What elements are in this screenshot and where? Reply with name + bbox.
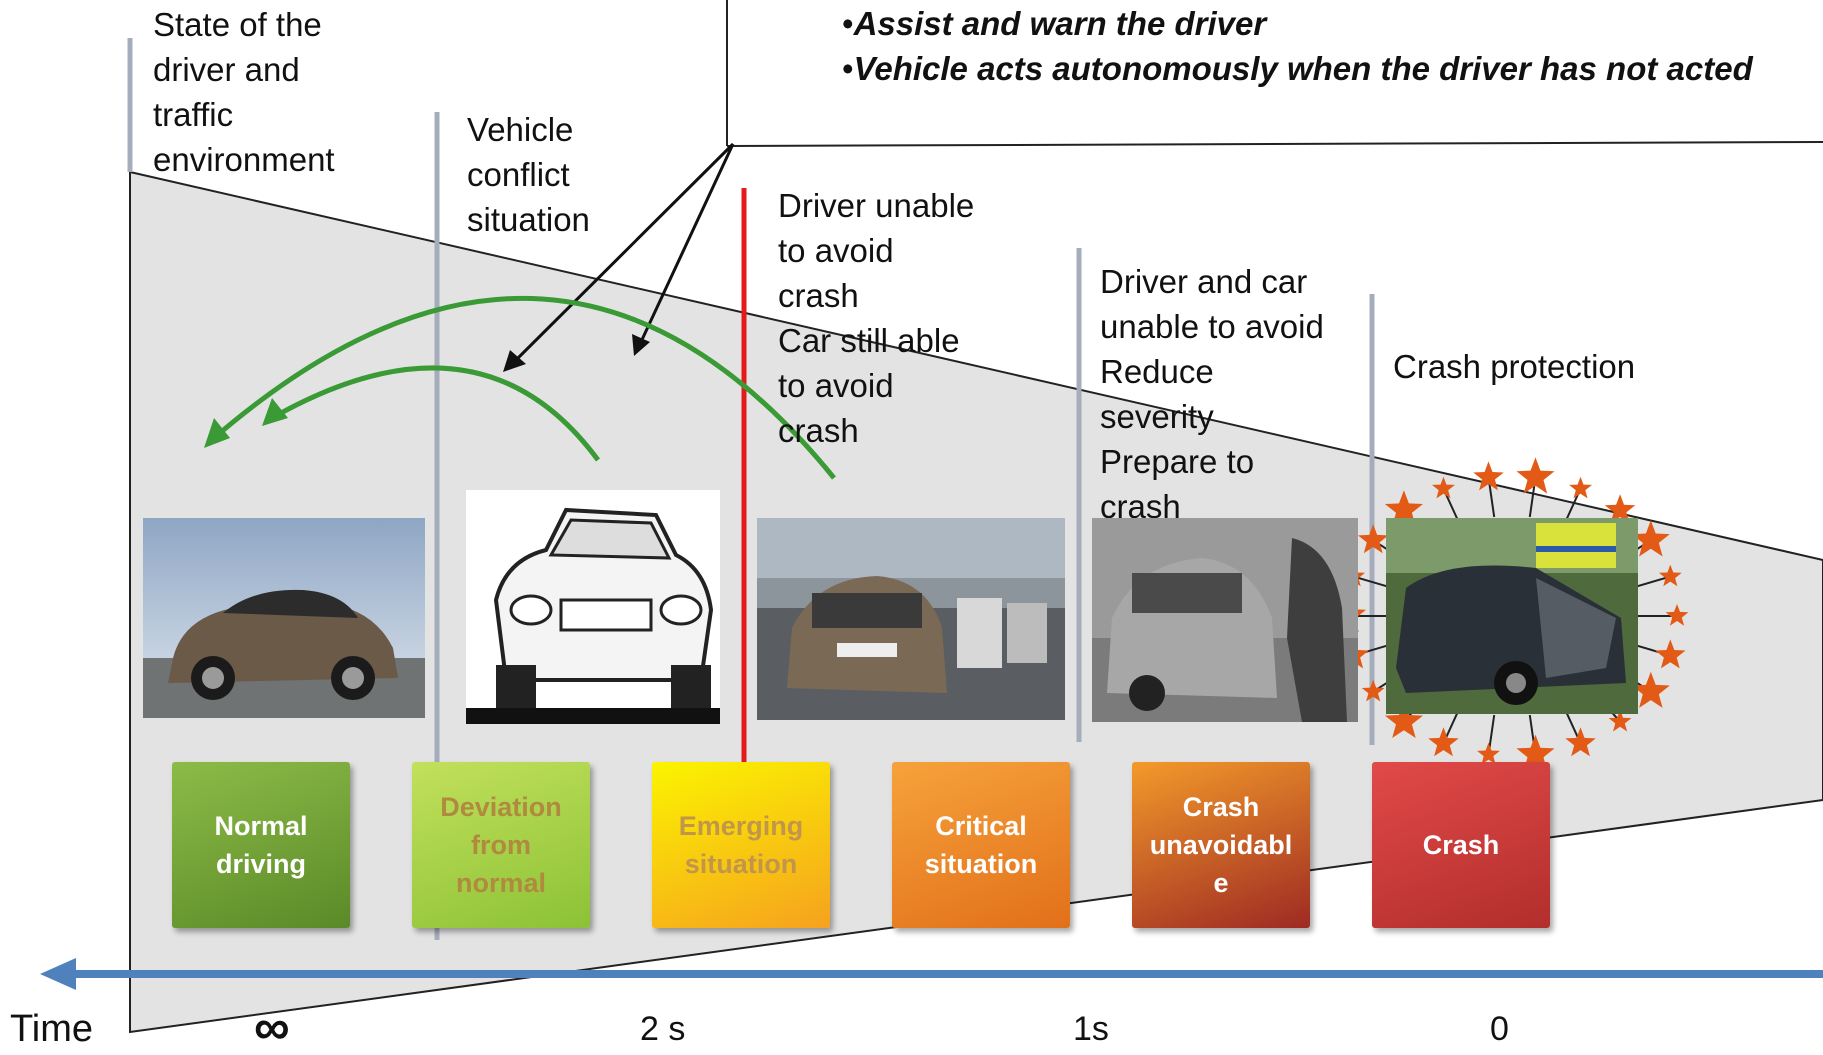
time-axis-label: Time <box>10 1008 94 1050</box>
bullet-text: Assist and warn the driver <box>853 5 1267 42</box>
label-line: crash <box>778 277 859 314</box>
stage-crash-unavoidable: Crash unavoidabl e <box>1132 762 1310 928</box>
header-pointer-line-1 <box>512 142 735 364</box>
stage-label-line: Normal <box>214 811 308 841</box>
label-line: situation <box>467 201 590 238</box>
label-line: to avoid <box>778 232 894 269</box>
traffic-conflict-photo <box>757 518 1065 720</box>
stage-label: Deviation from normal <box>440 788 562 902</box>
stage-label-line: from <box>471 830 531 860</box>
stage-label-line: situation <box>684 849 798 879</box>
label-line: Vehicle <box>467 111 574 148</box>
tick-infinity: ∞ <box>254 999 290 1055</box>
stage-label: Emerging situation <box>679 807 804 883</box>
label-line: Driver unable <box>778 187 975 224</box>
label-driver-unable: Driver unable to avoid crash Car still a… <box>778 183 1048 453</box>
starburst-star <box>1658 564 1682 587</box>
stage-label: Crash unavoidabl e <box>1150 788 1293 902</box>
label-line: Crash protection <box>1393 348 1636 385</box>
starburst-star <box>1565 727 1596 757</box>
starburst-star <box>1631 671 1670 708</box>
timeline-arrowhead <box>40 958 76 990</box>
stage-label-line: normal <box>455 868 547 898</box>
stage-label-line: Deviation <box>440 792 562 822</box>
stage-label-line: Emerging <box>678 811 804 841</box>
header-pointer-line-2 <box>638 143 735 345</box>
suv-line-drawing <box>466 490 720 724</box>
stage-label: Normal driving <box>214 807 307 883</box>
stage-critical-situation: Critical situation <box>892 762 1070 928</box>
stage-crash: Crash <box>1372 762 1550 928</box>
tick-2s: 2 s <box>640 1010 686 1048</box>
label-line: Driver and car <box>1100 263 1308 300</box>
label-line: to avoid <box>778 367 894 404</box>
bullet-dot: • <box>842 50 854 87</box>
starburst-star <box>1358 524 1389 554</box>
starburst-star <box>1361 679 1385 702</box>
header-box-bottom-edge <box>726 141 1823 147</box>
stage-label: Crash <box>1423 826 1500 864</box>
label-line: crash <box>778 412 859 449</box>
tick-0: 0 <box>1490 1010 1509 1048</box>
header-bullet-assist: •Assist and warn the driver <box>842 1 1802 46</box>
label-car-unable: Driver and car unable to avoid Reduce se… <box>1100 259 1370 529</box>
starburst-star <box>1516 734 1555 771</box>
label-line: driver and <box>153 51 300 88</box>
header-pointer-arrowhead-1 <box>503 350 526 372</box>
starburst-ray <box>1631 575 1671 589</box>
starburst-star <box>1604 494 1636 524</box>
stage-label-line: Crash <box>1422 830 1500 860</box>
label-line: unable to avoid <box>1100 308 1324 345</box>
starburst-star <box>1428 727 1459 757</box>
starburst-star <box>1569 476 1592 499</box>
header-bullet-autonomous: •Vehicle acts autonomously when the driv… <box>842 46 1802 91</box>
stage-label-line: e <box>1213 868 1229 898</box>
stage-emerging-situation: Emerging situation <box>652 762 830 928</box>
label-line: severity <box>1100 398 1214 435</box>
starburst-star <box>1477 742 1500 765</box>
header-pointer-arrowhead-2 <box>632 334 650 356</box>
stage-deviation-from-normal: Deviation from normal <box>412 762 590 928</box>
starburst-star <box>1665 604 1689 626</box>
stage-label-line: unavoidabl <box>1149 830 1293 860</box>
green-arrowhead-inner <box>262 398 288 426</box>
stage-label-line: Crash <box>1182 792 1260 822</box>
green-curve-arrow-outer <box>212 295 836 480</box>
label-line: traffic <box>153 96 234 133</box>
normal-driving-car-photo <box>143 518 425 718</box>
starburst-star <box>1655 639 1686 669</box>
stage-label-line: situation <box>924 849 1038 879</box>
crash-wreck-photo <box>1386 518 1638 714</box>
starburst-star <box>1384 701 1423 738</box>
label-crash-protection: Crash protection <box>1393 344 1693 389</box>
stage-normal-driving: Normal driving <box>172 762 350 928</box>
label-line: State of the <box>153 6 322 43</box>
starburst-star <box>1432 476 1455 499</box>
stage-label-line: Critical <box>935 811 1027 841</box>
starburst-star <box>1473 461 1504 491</box>
label-line: Car still able <box>778 322 960 359</box>
starburst-ray <box>1353 575 1393 589</box>
starburst-star <box>1631 520 1670 557</box>
label-line: environment <box>153 141 335 178</box>
starburst-star <box>1384 490 1423 527</box>
starburst-star <box>1608 709 1632 732</box>
green-curve-arrow-inner <box>270 365 601 462</box>
starburst-star <box>1516 457 1555 494</box>
stage-label: Critical situation <box>925 807 1038 883</box>
bullet-text: Vehicle acts autonomously when the drive… <box>853 50 1753 87</box>
label-line: Prepare to <box>1100 443 1255 480</box>
label-line: Reduce <box>1100 353 1214 390</box>
label-vehicle-conflict: Vehicle conflict situation <box>467 107 667 242</box>
bullet-dot: • <box>842 5 854 42</box>
green-arrowhead-outer <box>204 418 230 448</box>
tick-1s: 1s <box>1073 1010 1109 1048</box>
label-line: conflict <box>467 156 570 193</box>
stage-label-line: driving <box>215 849 306 879</box>
label-state-of-driver: State of the driver and traffic environm… <box>153 2 403 182</box>
near-collision-photo <box>1092 518 1358 722</box>
